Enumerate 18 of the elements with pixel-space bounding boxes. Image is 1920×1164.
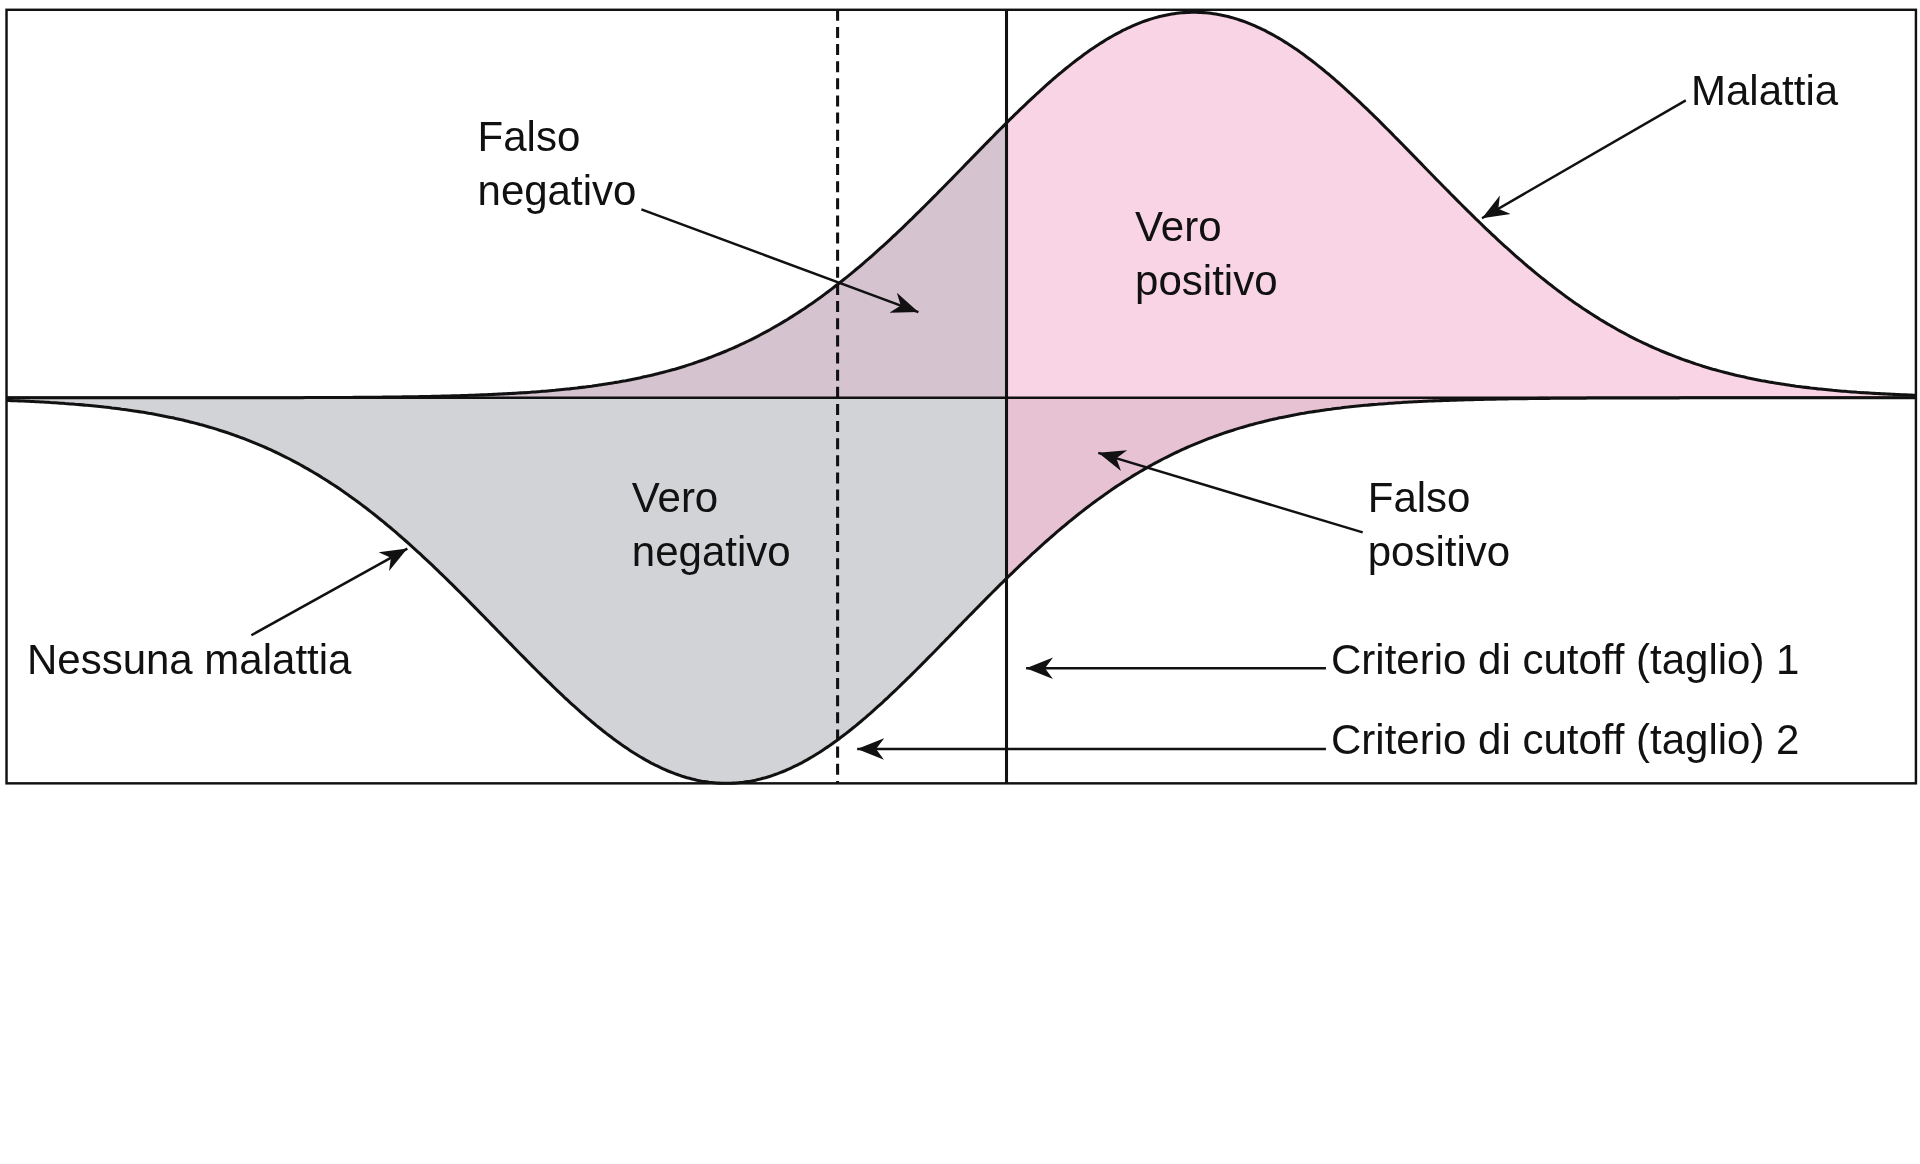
cutoff-line xyxy=(1005,9,1009,784)
leader-arrow xyxy=(1481,99,1687,220)
curve-label: Malattia xyxy=(1691,63,1839,118)
leader-arrow xyxy=(1097,450,1364,534)
disease-curve xyxy=(6,10,1916,400)
area-label: Falso negativo xyxy=(477,110,637,219)
cutoff-label: Criterio di cutoff (taglio) 1 xyxy=(1331,633,1800,688)
area-label: Vero negativo xyxy=(631,473,791,578)
area-label: Falso positivo xyxy=(1367,471,1511,580)
curve-label: Nessuna malattia xyxy=(26,633,352,688)
no-disease-curve xyxy=(6,396,1916,785)
cutoff-label: Criterio di cutoff (taglio) 2 xyxy=(1331,712,1800,767)
leader-arrow xyxy=(640,208,919,314)
leader-arrow xyxy=(857,738,1326,760)
leader-arrow xyxy=(1026,657,1326,680)
leader-arrow xyxy=(250,547,408,637)
area-label: Vero positivo xyxy=(1135,201,1278,306)
dashed-cutoff-line xyxy=(836,9,840,784)
